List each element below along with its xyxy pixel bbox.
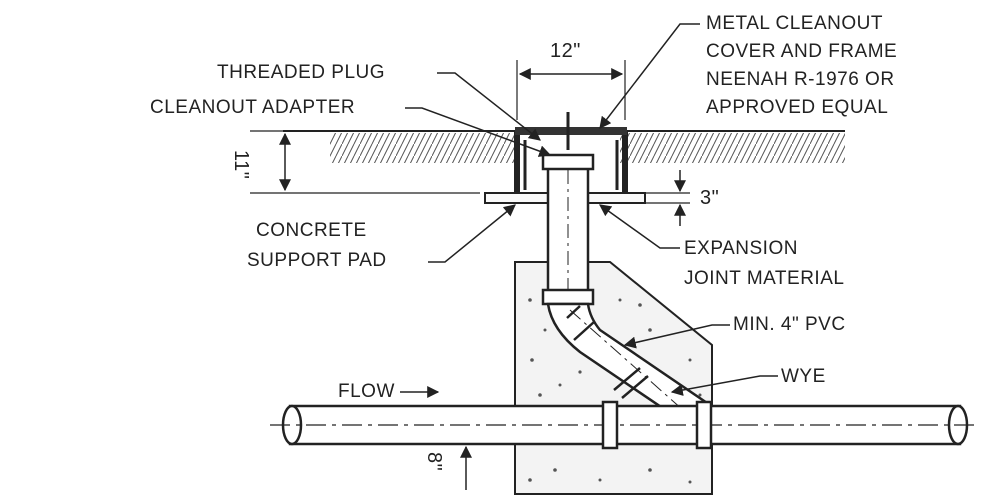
concrete-pad-label-line1: CONCRETE <box>256 220 367 241</box>
metal-cover-label-line4: APPROVED EQUAL <box>706 97 889 118</box>
metal-cover-label-line1: METAL CLEANOUT <box>706 13 883 34</box>
cleanout-adapter-label: CLEANOUT ADAPTER <box>150 97 356 118</box>
main-pipe <box>270 400 980 450</box>
dimension-depth <box>250 130 480 194</box>
concrete-pad-label-line2: SUPPORT PAD <box>247 250 387 271</box>
dimension-pad-label: 3" <box>700 187 720 209</box>
dimension-bottom-label: 8" <box>423 452 445 472</box>
expansion-joint-label-line1: EXPANSION <box>684 238 798 259</box>
min-pvc-label: MIN. 4" PVC <box>733 314 846 335</box>
flow-label: FLOW <box>338 381 395 402</box>
cleanout-frame <box>514 112 628 193</box>
dimension-pad <box>645 170 690 226</box>
threaded-plug-label: THREADED PLUG <box>217 62 386 83</box>
metal-cover-label-line2: COVER AND FRAME <box>706 41 898 62</box>
dimension-depth-label: 11" <box>230 150 252 180</box>
dimension-width <box>516 60 626 120</box>
expansion-joint-label-line2: JOINT MATERIAL <box>684 268 845 289</box>
ground-surface <box>283 130 845 163</box>
wye-label: WYE <box>781 366 826 387</box>
riser-pipe <box>541 153 595 306</box>
dimension-width-label: 12" <box>550 40 581 62</box>
metal-cover-label-line3: NEENAH R-1976 OR <box>706 69 895 90</box>
leader-lines <box>400 23 778 398</box>
dimension-bottom <box>440 443 472 490</box>
